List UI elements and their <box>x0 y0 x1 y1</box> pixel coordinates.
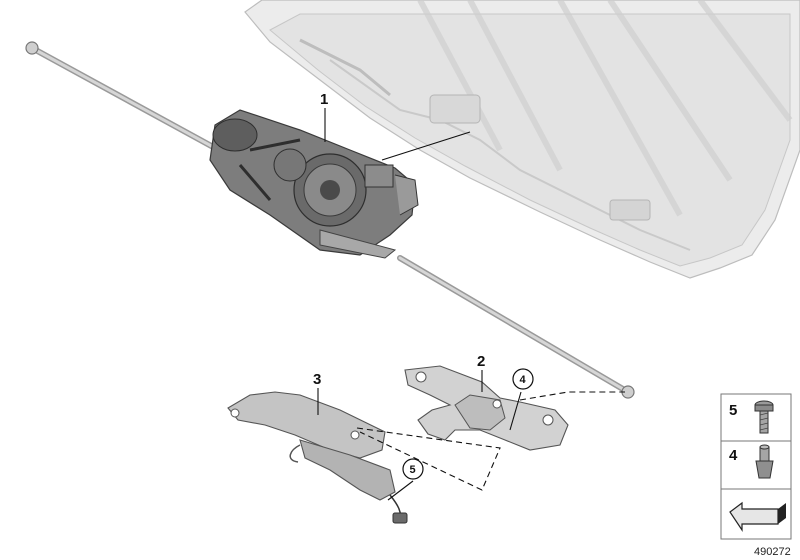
lock-hook-illustration <box>404 365 569 451</box>
callout-3: 3 <box>313 371 321 388</box>
legend-box: 5 4 <box>720 393 792 540</box>
leader-line-5 <box>387 480 414 501</box>
bolt-icon <box>754 400 774 434</box>
circled-callout-4: 4 <box>512 368 534 390</box>
circled-callout-4-label: 4 <box>520 374 527 386</box>
roof-panel-illustration <box>244 0 800 279</box>
callout-1: 1 <box>320 91 328 108</box>
dashed-line-assembly-a <box>356 427 501 491</box>
callout-2: 2 <box>477 353 485 370</box>
dashed-line-assembly-b <box>519 391 625 401</box>
legend-item-4-label: 4 <box>729 447 738 464</box>
reference-number: 490272 <box>754 546 791 558</box>
legend-item-5-label: 5 <box>729 402 737 419</box>
circled-callout-5-label: 5 <box>410 464 416 476</box>
drive-motor-illustration <box>209 109 419 259</box>
pin-stud-icon <box>755 444 774 479</box>
leader-line-1b <box>381 131 471 161</box>
circled-callout-5: 5 <box>402 458 424 480</box>
leader-line-4 <box>509 391 522 431</box>
arrow-icon <box>729 501 786 532</box>
rail-bracket-illustration <box>227 391 408 524</box>
